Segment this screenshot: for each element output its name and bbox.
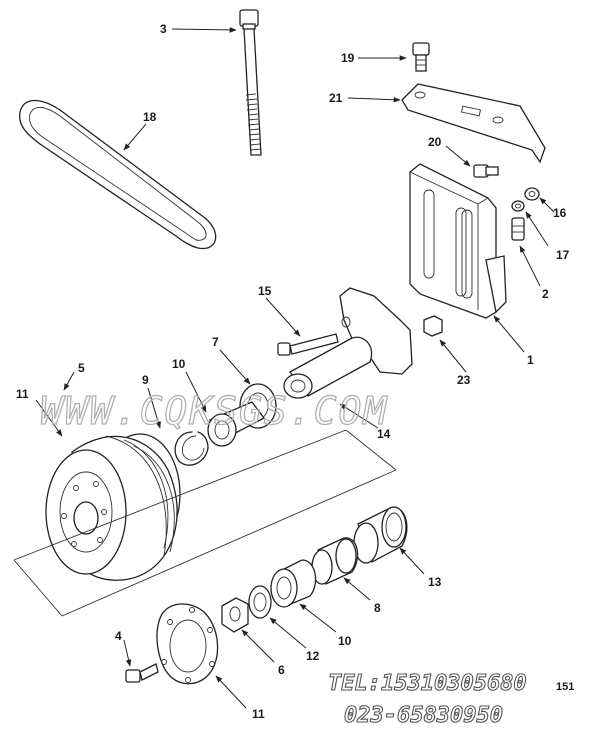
callout-17: 16 [553, 206, 567, 220]
callout-labels: 3 19 21 18 20 16 17 2 15 1 23 7 10 9 5 1… [16, 22, 570, 721]
screw-part-20 [412, 42, 430, 72]
pulley-part-11 [45, 433, 181, 581]
bushing-part-8 [311, 537, 359, 585]
site-watermark: WWW.CQKSGS.COM [40, 389, 388, 433]
callout-2: 2 [542, 287, 549, 301]
callout-8: 8 [374, 601, 381, 615]
callout-12: 11 [252, 707, 265, 721]
phone-watermark: TEL:15310305680 [328, 671, 527, 696]
capscrew-part-4 [125, 663, 159, 683]
callout-10-lower: 10 [338, 634, 352, 648]
callout-10-upper: 10 [172, 357, 186, 371]
callout-9: 9 [142, 373, 149, 387]
nut-part-17 [524, 187, 540, 201]
callout-23: 23 [457, 373, 471, 387]
capscrew-part-3 [239, 9, 262, 156]
callout-20: 19 [341, 51, 355, 65]
washer-part-13 [248, 585, 272, 619]
callout-14: 13 [428, 575, 442, 589]
bearing-part-7 [207, 383, 277, 447]
callout-15: 14 [377, 427, 391, 441]
sleeve-part-14 [353, 506, 408, 564]
callout-4: 4 [115, 629, 122, 643]
phone2-watermark: 023-65830950 [344, 703, 503, 728]
assembly-axis-lines [13, 429, 397, 617]
bracket-part-1 [409, 163, 507, 319]
callout-16: 15 [258, 284, 272, 298]
idler-arm-part-15 [283, 287, 413, 399]
plate-part-22 [401, 83, 546, 164]
page-mark: 151 [556, 681, 574, 693]
snap-ring-part-10 [174, 431, 209, 466]
gasket-part-12 [156, 603, 219, 685]
callout-13: 12 [306, 649, 320, 663]
callout-7: 7 [212, 335, 219, 349]
callout-21: 20 [428, 135, 442, 149]
drive-belt-part-19 [18, 99, 217, 250]
callout-5: 5 [78, 361, 85, 375]
callout-1: 1 [527, 353, 534, 367]
screw-part-21 [473, 164, 499, 178]
clip-part-23 [423, 315, 443, 337]
nut-part-6 [221, 597, 249, 633]
bearing-part-10-lower [270, 559, 317, 608]
callout-22: 21 [329, 91, 343, 105]
washer-part-18 [511, 200, 525, 212]
callout-3: 3 [160, 22, 167, 36]
leader-lines [35, 27, 555, 709]
callout-6: 6 [278, 663, 285, 677]
callout-19: 18 [143, 110, 157, 124]
callout-11: 11 [16, 387, 29, 401]
capscrew-part-16 [277, 333, 339, 356]
screw-part-2 [511, 217, 525, 241]
callout-18: 17 [556, 248, 570, 262]
